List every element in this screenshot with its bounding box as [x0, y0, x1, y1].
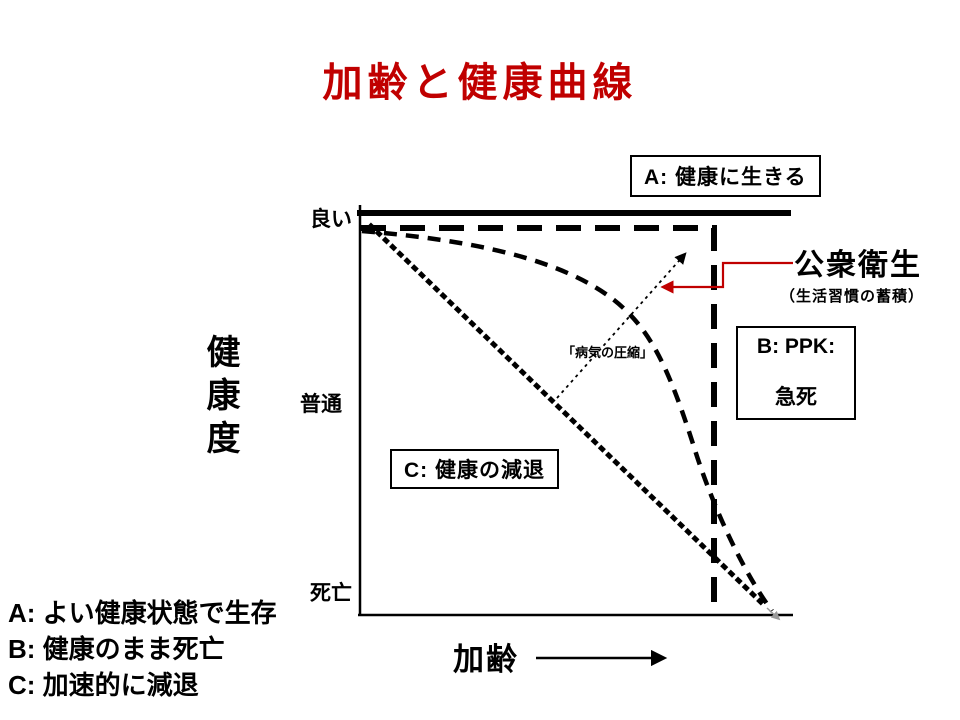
compression-arrow: [556, 252, 687, 399]
public-health-label: 公衆衛生: [794, 249, 922, 282]
y-tick-good: 良い: [310, 208, 352, 231]
y-tick-normal: 普通: [300, 393, 342, 416]
x-axis-label: 加齢: [453, 642, 519, 677]
legend-item-a: A: よい健康状態で生存: [8, 598, 277, 628]
curve-c-end-arrow: [766, 607, 781, 621]
curve-b-label-line1: B: PPK:: [756, 335, 836, 358]
public-health-arrow: [660, 261, 793, 294]
curve-a-label-box: A: 健康に生きる: [630, 155, 821, 197]
legend-item-c: C: 加速的に減退: [8, 670, 199, 700]
compression-label: 「病気の圧縮」: [562, 345, 654, 360]
curve-b-label-line2: 急死: [775, 386, 817, 409]
curve-c-label: C: 健康の減退: [404, 459, 545, 482]
curve-b-line: [361, 225, 717, 610]
curve-b-label-box: B: PPK: 急死: [736, 326, 856, 420]
curve-c-label-box: C: 健康の減退: [390, 449, 559, 489]
y-tick-death: 死亡: [310, 582, 352, 605]
y-axis-title: 健康度: [201, 334, 239, 463]
public-health-sublabel: （生活習慣の蓄積）: [780, 288, 925, 305]
legend-item-b: B: 健康のまま死亡: [8, 634, 225, 664]
curve-c-line: [367, 222, 770, 611]
slide-title: 加齢と健康曲線: [322, 61, 638, 105]
curve-a-label: A: 健康に生きる: [644, 166, 807, 189]
legend: A: よい健康状態で生存 B: 健康のまま死亡 C: 加速的に減退: [8, 595, 277, 703]
